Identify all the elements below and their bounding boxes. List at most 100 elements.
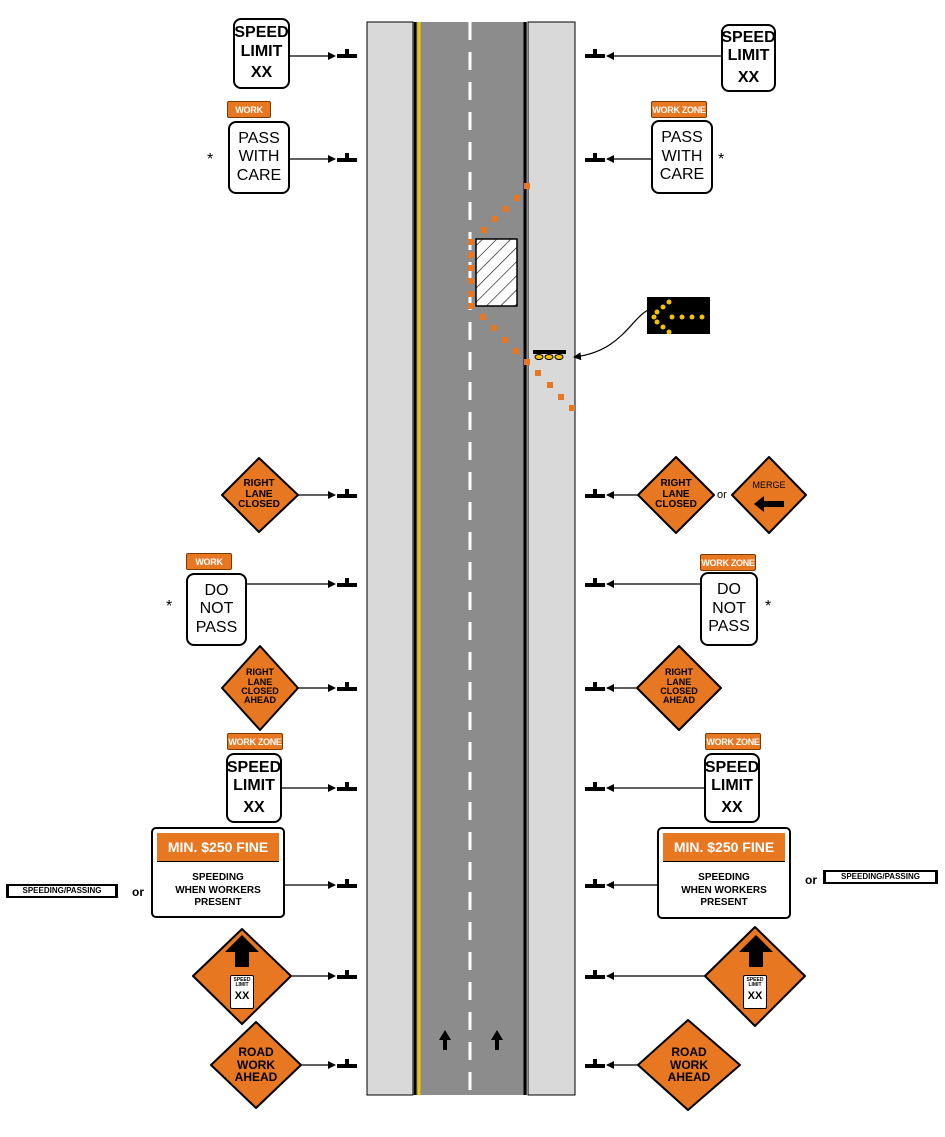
- or-label: or: [805, 873, 817, 887]
- sign-post-icon: [585, 970, 605, 979]
- speeding-passing-plaque-right: SPEEDING/PASSING: [823, 870, 938, 884]
- up-arrow-icon: [491, 1030, 503, 1050]
- cone-icon: [524, 183, 530, 189]
- cone-icon: [547, 382, 553, 388]
- cone-icon: [468, 239, 474, 245]
- leader-arrows-left: [246, 52, 336, 1069]
- work-zone-speed-limit-sign-left: SPEED LIMIT XX: [226, 753, 282, 823]
- fine-sign-right: MIN. $250 FINE SPEEDING WHEN WORKERS PRE…: [657, 827, 791, 919]
- or-label: or: [717, 489, 727, 501]
- fine-body: SPEEDING WHEN WORKERS PRESENT: [681, 872, 767, 908]
- work-zone-plaque: WORK ZONE: [227, 101, 271, 132]
- mini-speed-limit-sign-right: SPEED LIMIT XX: [743, 975, 767, 1009]
- cone-icon: [514, 195, 520, 201]
- up-arrow-icon: [439, 1030, 451, 1050]
- work-zone-plaque: WORK ZONE: [651, 101, 707, 118]
- cone-icon: [492, 216, 498, 222]
- work-zone-plaque: WORK ZONE: [227, 733, 283, 750]
- sign-post-icon: [337, 578, 357, 587]
- diamond-sign-road-work-ahead-left: [210, 1021, 302, 1109]
- fine-body: SPEEDING WHEN WORKERS PRESENT: [175, 872, 261, 908]
- arrow-board-callout-line: [573, 309, 649, 361]
- road-work-ahead-label-left: ROAD WORK AHEAD: [234, 1045, 278, 1085]
- footnote-asterisk: *: [166, 598, 173, 615]
- footnote-asterisk: *: [765, 598, 772, 615]
- channelizing-devices: [468, 183, 575, 411]
- sign-post-icon: [337, 1059, 357, 1068]
- cone-icon: [481, 227, 487, 233]
- sign-post-icon: [585, 1059, 605, 1068]
- sign-post-icon: [585, 879, 605, 888]
- cone-icon: [480, 314, 486, 320]
- cone-icon: [468, 303, 474, 309]
- diamond-sign-right-lane-closed-right: [637, 456, 715, 534]
- speed-limit-sign-right-top: SPEED LIMIT XX: [721, 24, 776, 92]
- cone-icon: [535, 370, 541, 376]
- sign-post-icon: [337, 782, 357, 791]
- diamond-sign-right-lane-closed-left: [221, 457, 299, 533]
- sign-post-icon: [585, 49, 605, 58]
- up-arrow-icon: [739, 935, 773, 967]
- do-not-pass-sign-right: DO NOT PASS: [700, 572, 758, 646]
- fine-header: MIN. $250 FINE: [157, 833, 279, 862]
- sign-post-icon: [337, 49, 357, 58]
- work-zone-plaque: WORK ZONE: [700, 554, 756, 571]
- right-lane-closed-ahead-label-right: RIGHT LANE CLOSED AHEAD: [660, 667, 698, 706]
- right-lane-closed-ahead-label-left: RIGHT LANE CLOSED AHEAD: [241, 667, 279, 706]
- arrow-board-device: [533, 350, 566, 360]
- road-work-ahead-label-right: ROAD WORK AHEAD: [667, 1045, 711, 1085]
- cone-icon: [468, 291, 474, 297]
- cone-icon: [503, 206, 509, 212]
- up-arrow-icon: [225, 935, 259, 967]
- work-zone-plaque: WORK ZONE: [186, 553, 232, 584]
- sign-post-icon: [585, 153, 605, 162]
- work-zone-speed-limit-sign-right: SPEED LIMIT XX: [704, 753, 760, 823]
- diamond-sign-right-lane-closed-ahead-right: [636, 645, 722, 731]
- right-lane-closed-label-left: RIGHT LANE CLOSED: [238, 478, 280, 511]
- work-zone-plaque: WORK ZONE: [705, 733, 761, 750]
- footnote-asterisk: *: [718, 151, 725, 168]
- cone-icon: [502, 337, 508, 343]
- diamond-sign-merge: [731, 456, 807, 534]
- merge-label: MERGE: [752, 480, 786, 491]
- work-area: [475, 238, 518, 307]
- speeding-passing-plaque-left: SPEEDING/PASSING: [6, 884, 118, 898]
- cone-icon: [524, 359, 530, 365]
- sign-post-icon: [337, 489, 357, 498]
- sign-post-icon: [585, 682, 605, 691]
- right-shoulder: [527, 21, 576, 1096]
- diamond-sign-road-work-ahead-right: [637, 1019, 741, 1111]
- fine-header: MIN. $250 FINE: [663, 833, 785, 862]
- mini-speed-limit-sign-left: SPEED LIMIT XX: [230, 975, 254, 1009]
- sign-post-icon: [337, 879, 357, 888]
- sign-post-icon: [585, 489, 605, 498]
- sign-posts: [337, 49, 605, 1068]
- sign-post-icon: [585, 782, 605, 791]
- sign-post-icon: [337, 970, 357, 979]
- leader-arrows-right: [606, 52, 722, 1069]
- pass-with-care-sign-left: PASS WITH CARE: [228, 121, 290, 194]
- cone-icon: [491, 325, 497, 331]
- do-not-pass-sign-left: DO NOT PASS: [186, 573, 247, 646]
- travel-lanes: [413, 22, 528, 1095]
- footnote-asterisk: *: [207, 151, 214, 168]
- cone-icon: [468, 252, 474, 258]
- sign-post-icon: [337, 682, 357, 691]
- fine-sign-left: MIN. $250 FINE SPEEDING WHEN WORKERS PRE…: [151, 827, 285, 918]
- arrow-board-detail: [647, 297, 710, 335]
- or-label: or: [132, 885, 144, 899]
- pass-with-care-sign-right: PASS WITH CARE: [651, 120, 713, 194]
- cone-icon: [558, 394, 564, 400]
- cone-icon: [468, 278, 474, 284]
- speed-limit-sign-left-top: SPEED LIMIT XX: [233, 18, 290, 89]
- left-arrow-icon: [754, 496, 784, 512]
- cone-icon: [569, 405, 575, 411]
- cone-icon: [468, 265, 474, 271]
- sign-post-icon: [337, 153, 357, 162]
- left-shoulder: [366, 21, 414, 1096]
- sign-post-icon: [585, 578, 605, 587]
- diamond-sign-right-lane-closed-ahead-left: [221, 645, 299, 731]
- right-lane-closed-label-right: RIGHT LANE CLOSED: [655, 478, 697, 511]
- cone-icon: [513, 348, 519, 354]
